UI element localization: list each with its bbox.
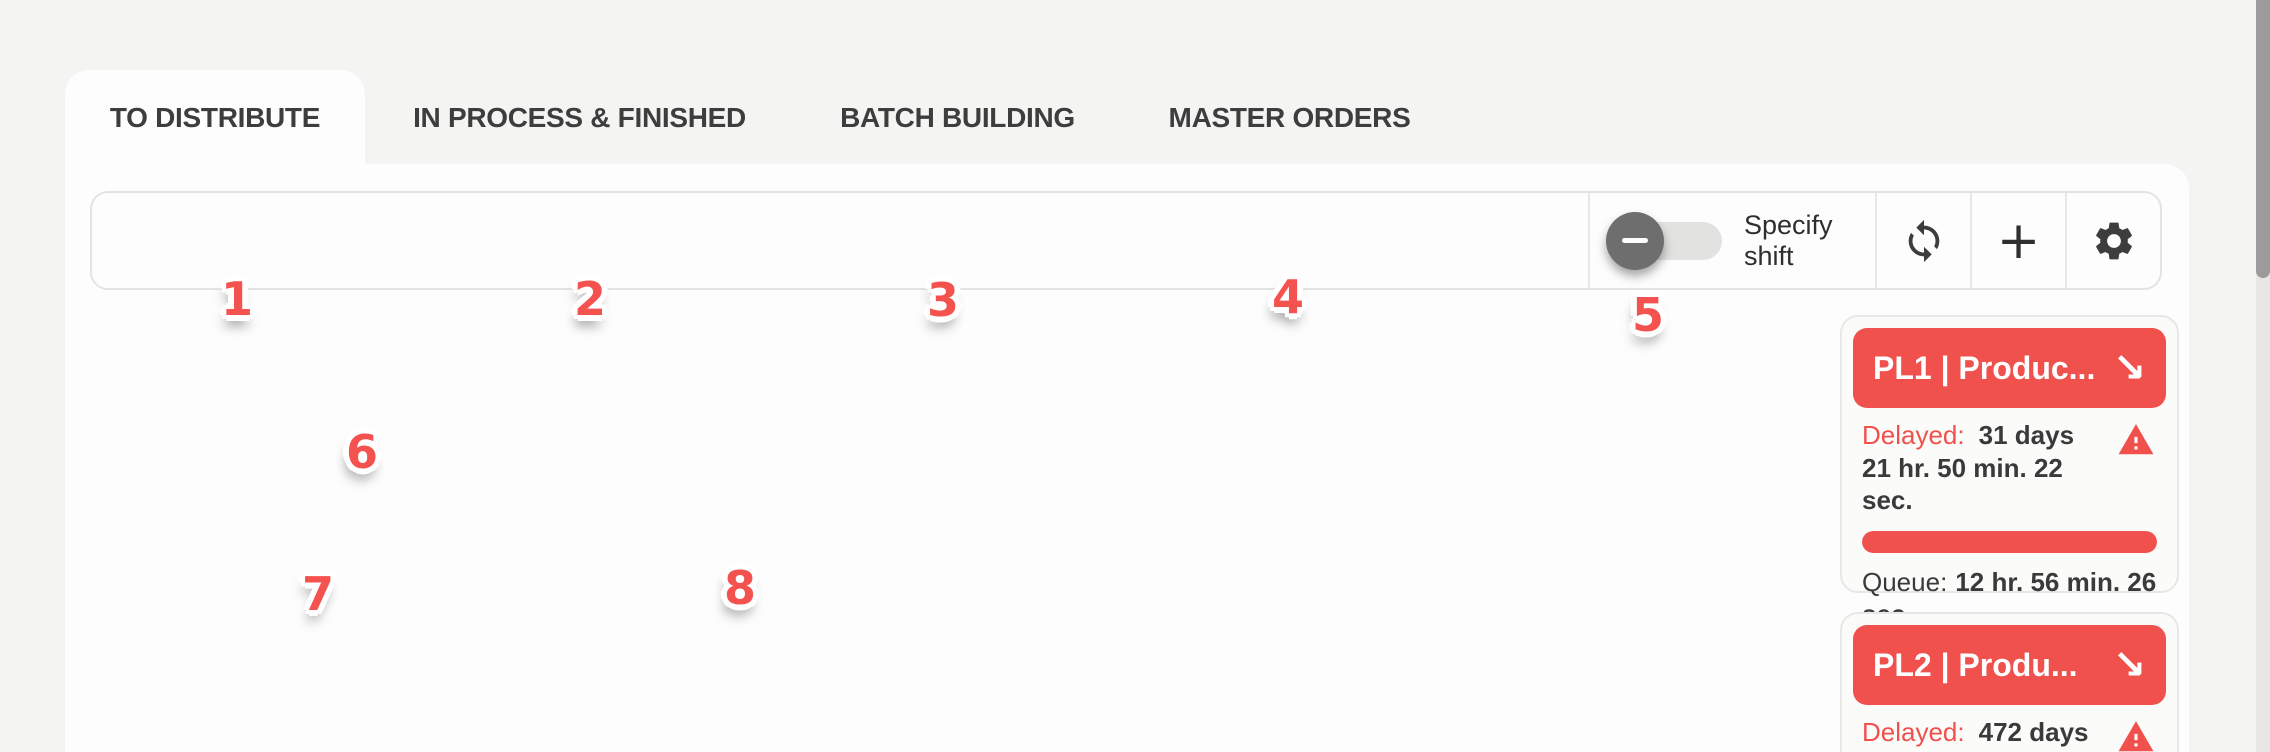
queue-label: Queue:: [1862, 566, 1948, 597]
pl1-header-button[interactable]: PL1 | Produc... ↘: [1853, 328, 2166, 408]
tab-master-orders[interactable]: MASTER ORDERS: [1169, 70, 1411, 166]
arrow-down-right-icon: ↘: [2112, 642, 2146, 688]
annotation-badge-7: 7: [301, 567, 335, 621]
warning-icon: [2118, 424, 2154, 455]
specify-shift-toggle-group: Specify shift: [1588, 193, 1875, 288]
tab-label: IN PROCESS & FINISHED: [413, 102, 746, 133]
annotation-badge-3: 3: [926, 273, 960, 327]
pl2-header-button[interactable]: PL2 | Produ... ↘: [1853, 625, 2166, 705]
specify-shift-label: Specify shift: [1744, 209, 1833, 271]
tab-batch-building[interactable]: BATCH BUILDING: [840, 70, 1075, 166]
delayed-label: Delayed:: [1862, 717, 1965, 747]
tab-in-process-finished[interactable]: IN PROCESS & FINISHED: [413, 70, 746, 166]
annotation-badge-1: 1: [220, 272, 254, 326]
pl1-queue-row: Queue:12 hr. 56 min. 26 sec.: [1862, 566, 2157, 631]
specify-shift-toggle[interactable]: [1606, 211, 1722, 270]
queue-value: 12 hr. 56 min. 26 sec.: [1862, 566, 2157, 630]
annotation-badge-5: 5: [1631, 288, 1665, 342]
settings-button[interactable]: [2065, 193, 2160, 288]
arrow-down-right-icon: ↘: [2112, 345, 2146, 391]
pl1-progress-bar: [1862, 530, 2157, 553]
pl1-delayed-row: Delayed:31 days 21 hr. 50 min. 22 sec.: [1862, 419, 2157, 517]
toggle-minus-icon: [1622, 238, 1648, 243]
tab-label: MASTER ORDERS: [1168, 102, 1411, 133]
production-line-card-pl1: PL1 | Produc... ↘ Delayed:31 days 21 hr.…: [1840, 315, 2179, 629]
tab-label: BATCH BUILDING: [840, 102, 1075, 133]
tab-label: TO DISTRIBUTE: [109, 102, 321, 133]
refresh-button[interactable]: [1875, 193, 1970, 288]
add-button[interactable]: +: [1970, 193, 2065, 288]
scrollbar-track[interactable]: [2256, 0, 2270, 752]
annotation-badge-2: 2: [573, 272, 607, 326]
production-line-card-pl2: PL2 | Produ... ↘ Delayed:472 days 13 hr.…: [1840, 612, 2179, 752]
delayed-value: 31 days 21 hr. 50 min. 22 sec.: [1862, 420, 2075, 515]
plus-icon: +: [1996, 210, 2041, 271]
refresh-icon: [1908, 219, 1939, 262]
pl2-title: PL2 | Produ...: [1873, 646, 2078, 683]
pl1-title: PL1 | Produc...: [1873, 349, 2096, 386]
annotation-badge-8: 8: [723, 561, 757, 615]
warning-icon: [2118, 721, 2154, 752]
scrollbar-thumb[interactable]: [2256, 0, 2270, 278]
pl2-delayed-row: Delayed:472 days 13 hr. 23 min. 47 sec.: [1862, 716, 2157, 752]
delayed-label: Delayed:: [1862, 420, 1965, 450]
filter-bar[interactable]: [92, 193, 1588, 288]
toggle-knob[interactable]: [1606, 211, 1664, 270]
pl1-progress-fill: [1862, 530, 2157, 553]
gear-icon: [2095, 222, 2132, 259]
delayed-value: 472 days 13 hr. 23 min. 47 sec.: [1862, 717, 2089, 752]
toolbar: Specify shift +: [90, 191, 2162, 290]
tab-to-distribute[interactable]: TO DISTRIBUTE: [65, 70, 365, 166]
annotation-badge-4: 4: [1271, 270, 1305, 324]
annotation-badge-6: 6: [345, 425, 379, 479]
